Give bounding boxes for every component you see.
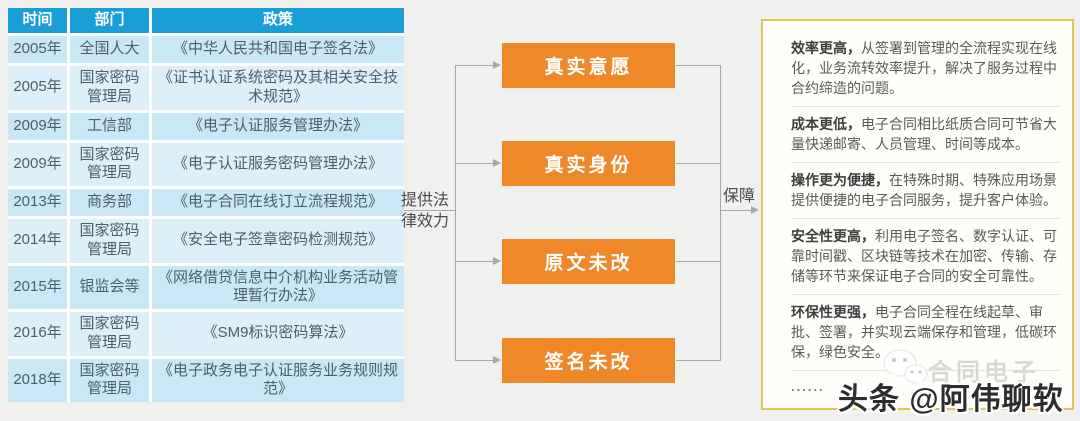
benefit-text: 从签署到管理的全流程实现在线化，业务流转效率提升，解决了服务过程中合约缔造的问题… xyxy=(791,40,1057,96)
benefit-text: 电子合同全程在线起草、审批、签署，并实现云端保存和管理，低碳环保，绿色安全。 xyxy=(791,304,1057,360)
flow-connector xyxy=(455,261,493,262)
benefit-text: 电子合同相比纸质合同可节省大量快递邮寄、人员管理、时间等成本。 xyxy=(791,116,1057,152)
flow-connector xyxy=(455,360,493,361)
benefit-item: 效率更高，从签署到管理的全流程实现在线化，业务流转效率提升，解决了服务过程中合约… xyxy=(791,31,1060,107)
table-cell-dept: 全国人大 xyxy=(70,36,149,63)
table-cell-dept: 国家密码管理局 xyxy=(70,219,149,263)
table-header-time: 时间 xyxy=(8,8,67,33)
benefit-title: 成本更低， xyxy=(791,116,861,132)
table-cell-dept: 国家密码管理局 xyxy=(70,66,149,110)
flow-connector xyxy=(455,163,493,164)
table-cell-policy: 《网络借贷信息中介机构业务活动管理暂行办法》 xyxy=(152,265,404,309)
guarantee-label: 保障 xyxy=(722,188,755,205)
table-cell-time: 2013年 xyxy=(8,189,67,216)
table-cell-policy: 《电子认证服务管理办法》 xyxy=(152,112,404,140)
benefit-item: 安全性更高，利用电子签名、数字认证、可靠时间戳、区块链等技术在加密、传输、存储等… xyxy=(791,219,1060,295)
table-cell-time: 2018年 xyxy=(8,358,67,402)
table-cell-policy: 《安全电子签章密码检测规范》 xyxy=(152,219,404,263)
table-cell-dept: 商务部 xyxy=(70,189,149,216)
flow-connector xyxy=(676,65,720,66)
flow-connector xyxy=(676,163,720,164)
flow-box-original-unchanged: 原文未改 xyxy=(502,239,675,284)
benefit-text: 在特殊时期、特殊应用场景提供便捷的电子合同服务，提升客户体验。 xyxy=(791,172,1057,208)
table-cell-dept: 工信部 xyxy=(70,112,149,140)
table-cell-policy: 《SM9标识密码算法》 xyxy=(152,312,404,356)
wechat-icon xyxy=(882,348,928,393)
table-cell-time: 2016年 xyxy=(8,312,67,356)
table-cell-time: 2015年 xyxy=(8,265,67,309)
arrow-right-icon xyxy=(493,61,501,69)
table-cell-dept: 国家密码管理局 xyxy=(70,358,149,402)
flow-connector xyxy=(720,210,752,211)
table-cell-policy: 《证书认证系统密码及其相关安全技术规范》 xyxy=(152,66,404,110)
benefit-title: 环保性更强， xyxy=(791,304,875,320)
flow-connector xyxy=(404,210,455,211)
table-cell-time: 2014年 xyxy=(8,219,67,263)
benefit-title: 效率更高， xyxy=(791,40,861,56)
benefit-item: 操作更为便捷，在特殊时期、特殊应用场景提供便捷的电子合同服务，提升客户体验。 xyxy=(791,163,1060,219)
benefits-panel: 效率更高，从签署到管理的全流程实现在线化，业务流转效率提升，解决了服务过程中合约… xyxy=(761,19,1074,410)
flow-box-signature-unchanged: 签名未改 xyxy=(502,338,675,383)
watermark-main-text: 头条 @阿伟聊软件 xyxy=(838,383,1064,416)
arrow-right-icon xyxy=(751,206,759,214)
table-cell-policy: 《电子合同在线订立流程规范》 xyxy=(152,189,404,216)
flow-box-true-identity: 真实身份 xyxy=(502,141,675,186)
flow-connector xyxy=(676,261,720,262)
benefit-title: 安全性更高， xyxy=(791,228,875,244)
table-cell-time: 2009年 xyxy=(8,112,67,140)
legal-effect-label: 提供法律效力 xyxy=(401,192,450,230)
benefit-text: 利用电子签名、数字认证、可靠时间戳、区块链等技术在加密、传输、存储等环节来保证电… xyxy=(791,228,1057,284)
flow-box-true-intent: 真实意愿 xyxy=(502,43,675,88)
table-cell-policy: 《电子认证服务密码管理办法》 xyxy=(152,142,404,186)
table-cell-time: 2009年 xyxy=(8,142,67,186)
arrow-right-icon xyxy=(493,159,501,167)
arrow-right-icon xyxy=(493,356,501,364)
table-cell-policy: 《中华人民共和国电子签名法》 xyxy=(152,36,404,63)
flow-connector xyxy=(676,360,720,361)
flow-connector xyxy=(455,65,456,361)
table-cell-time: 2005年 xyxy=(8,36,67,63)
policy-table: 时间 部门 政策 2005年 全国人大 《中华人民共和国电子签名法》 2005年… xyxy=(8,8,404,402)
table-cell-dept: 国家密码管理局 xyxy=(70,142,149,186)
table-cell-time: 2005年 xyxy=(8,66,67,110)
table-header-policy: 政策 xyxy=(152,8,404,33)
flow-connector xyxy=(720,65,721,361)
arrow-right-icon xyxy=(493,257,501,265)
benefit-title: 操作更为便捷， xyxy=(791,172,889,188)
ellipsis-more: ...... xyxy=(791,379,825,394)
table-cell-dept: 银监会等 xyxy=(70,265,149,309)
benefit-item: 成本更低，电子合同相比纸质合同可节省大量快递邮寄、人员管理、时间等成本。 xyxy=(791,107,1060,163)
table-header-dept: 部门 xyxy=(70,8,149,33)
watermark-faint-text: 合同电子 xyxy=(928,359,1040,386)
table-cell-policy: 《电子政务电子认证服务业务规则规范》 xyxy=(152,358,404,402)
flow-connector xyxy=(455,65,493,66)
table-cell-dept: 国家密码管理局 xyxy=(70,312,149,356)
